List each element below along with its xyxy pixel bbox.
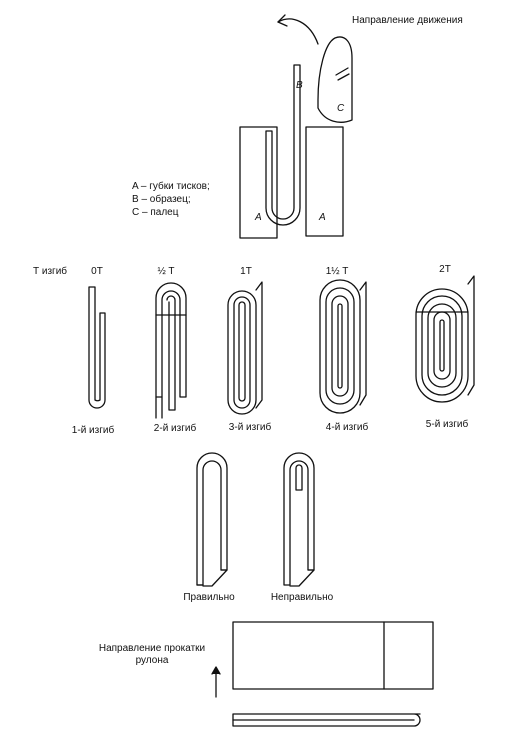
bend-half-t (155, 282, 187, 419)
arrowhead-icon (277, 14, 288, 27)
bend-label-3: 3-й изгиб (228, 422, 272, 433)
bent-strip (232, 713, 421, 727)
motion-arrow-icon (277, 18, 319, 45)
bend-label-4: 4-й изгиб (325, 422, 369, 433)
specimen-b (265, 64, 301, 226)
vise-jaw-left (239, 126, 278, 239)
finger-nail (335, 67, 350, 81)
t-label-half-t: ½ T (157, 266, 175, 277)
bend-0t (88, 286, 106, 409)
bend-correct (196, 452, 228, 587)
jaw-a-right-label: A (319, 212, 326, 223)
t-label-2t: 2T (439, 264, 451, 275)
incorrect-label: Неправильно (270, 592, 334, 603)
bend-label-2: 2-й изгиб (153, 423, 197, 434)
vise-assembly (239, 14, 353, 239)
correct-label: Правильно (183, 592, 235, 603)
bend-2t (415, 275, 475, 403)
bend-label-5: 5-й изгиб (425, 419, 469, 430)
vise-legend: A – губки тисков; B – образец; C – палец (132, 180, 210, 219)
t-bend-row-label: Т изгиб (33, 266, 68, 277)
jaw-a-left-label: A (255, 212, 262, 223)
bend-1-5t (319, 279, 367, 414)
bend-incorrect (283, 452, 315, 587)
roll-sheet (232, 621, 434, 690)
bend-label-1: 1-й изгиб (71, 425, 115, 436)
t-label-1t: 1T (240, 266, 252, 277)
vise-jaw-right (305, 126, 344, 237)
t-label-1-5t: 1½ T (325, 266, 349, 277)
legend-item: A – губки тисков; (132, 181, 210, 192)
bend-1t (227, 281, 263, 415)
legend-item: C – палец (132, 207, 179, 218)
legend-item: B – образец; (132, 194, 191, 205)
t-label-0t: 0T (91, 266, 103, 277)
specimen-b-label: B (296, 80, 303, 91)
finger-c-label: C (337, 103, 345, 114)
finger-c (317, 36, 353, 123)
roll-direction-arrow-icon (211, 666, 221, 698)
roll-direction-label: Направление прокатки рулона (98, 643, 206, 666)
motion-direction-label: Направление движения (352, 15, 463, 26)
